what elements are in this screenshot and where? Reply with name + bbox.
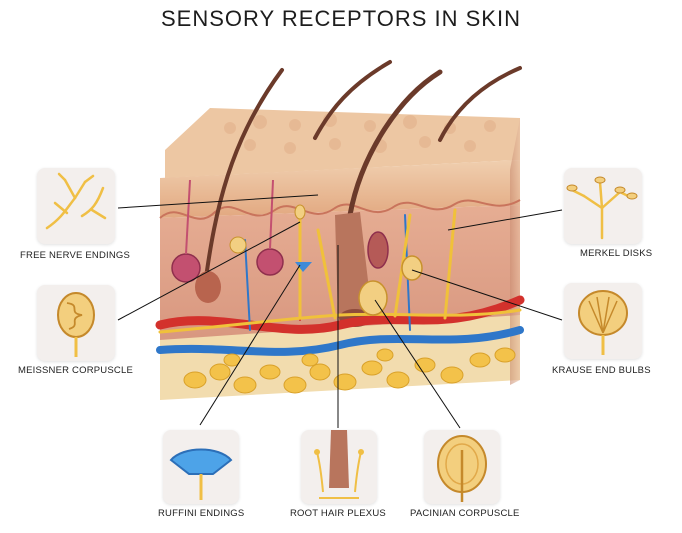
label-meissner-corpuscle: MEISSNER CORPUSCLE xyxy=(18,365,133,376)
pacinian-corpuscle-icon xyxy=(437,435,487,502)
diagram-title: SENSORY RECEPTORS IN SKIN xyxy=(161,6,521,31)
sweat-glands xyxy=(171,231,389,283)
meissner-corpuscle-card xyxy=(37,285,115,361)
merkel-disks-icon xyxy=(566,176,638,240)
fat-cells xyxy=(183,347,516,394)
label-pacinian-corpuscle: PACINIAN CORPUSCLE xyxy=(410,508,520,519)
hair-shafts xyxy=(203,60,522,287)
leader-lines xyxy=(117,194,563,429)
label-krause-end-bulbs: KRAUSE END BULBS xyxy=(552,365,651,376)
ruffini-endings-icon xyxy=(169,448,233,500)
free-nerve-endings-card xyxy=(37,168,115,244)
root-hair-plexus-icon xyxy=(314,430,364,499)
merkel-disks-card xyxy=(564,168,642,244)
root-hair-plexus-card xyxy=(301,430,377,504)
label-merkel-disks: MERKEL DISKS xyxy=(580,248,653,259)
meissner-corpuscle-icon xyxy=(57,292,95,357)
krause-end-bulbs-icon xyxy=(578,290,628,355)
krause-end-bulbs-card xyxy=(564,283,642,359)
label-free-nerve-endings: FREE NERVE ENDINGS xyxy=(20,250,131,261)
ruffini-endings-card xyxy=(163,430,239,504)
label-ruffini-endings: RUFFINI ENDINGS xyxy=(158,508,245,519)
label-root-hair-plexus: ROOT HAIR PLEXUS xyxy=(290,508,386,519)
pacinian-corpuscle-card xyxy=(424,430,500,504)
embedded-receptors xyxy=(229,204,423,316)
free-nerve-endings-icon xyxy=(45,172,107,230)
